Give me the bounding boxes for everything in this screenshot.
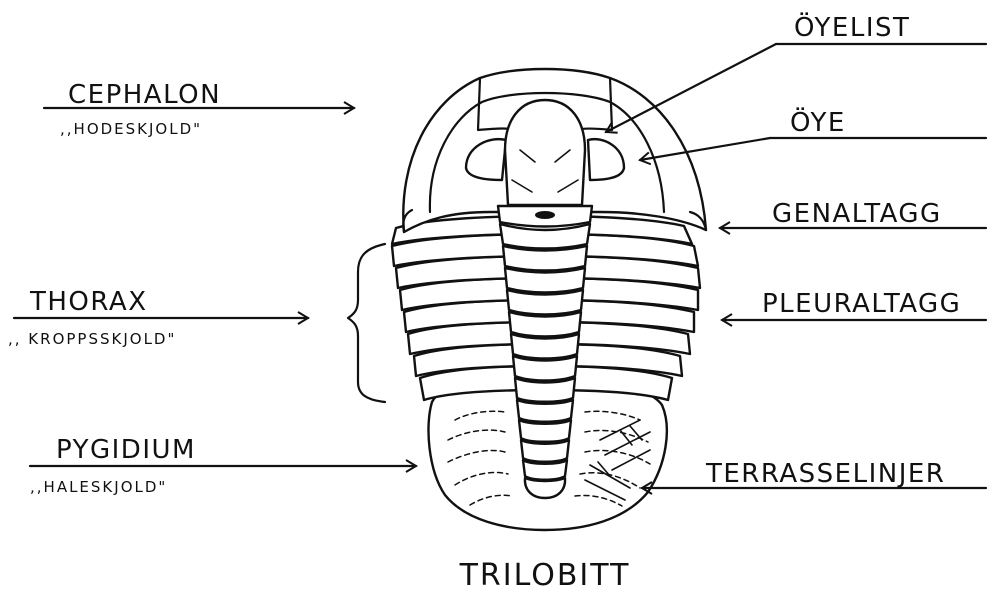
label-pygidium: PYGIDIUM ,,HALESKJOLD" — [30, 435, 416, 496]
label-terrasselinjer: TERRASSELINJER — [642, 459, 986, 489]
cephalon-label: CEPHALON — [68, 80, 221, 110]
oye-label: ÖYE — [790, 106, 846, 138]
pygidium-label: PYGIDIUM — [56, 435, 196, 465]
thorax-brace — [348, 244, 385, 402]
label-genaltagg: GENALTAGG — [720, 199, 986, 229]
trilobite-illustration — [392, 69, 706, 530]
label-thorax: THORAX ,, KROPPSSKJOLD" — [8, 287, 308, 348]
oyelist-label: ÖYELIST — [794, 11, 910, 43]
cephalon-sublabel: ,,HODESKJOLD" — [60, 120, 202, 138]
pygidium-sublabel: ,,HALESKJOLD" — [30, 478, 167, 496]
thorax-label: THORAX — [29, 287, 148, 317]
label-oye: ÖYE — [640, 106, 986, 160]
terrasselinjer-label: TERRASSELINJER — [705, 459, 945, 489]
label-pleuraltagg: PLEURALTAGG — [722, 289, 986, 320]
diagram-title: TRILOBITT — [459, 558, 631, 593]
genaltagg-label: GENALTAGG — [772, 199, 942, 229]
pleuraltagg-label: PLEURALTAGG — [762, 289, 961, 319]
thorax-sublabel: ,, KROPPSSKJOLD" — [8, 330, 176, 348]
label-cephalon: CEPHALON ,,HODESKJOLD" — [44, 80, 354, 138]
